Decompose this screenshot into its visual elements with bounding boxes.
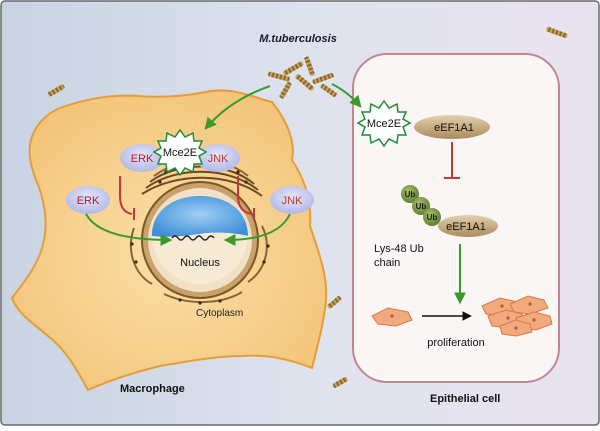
eef1a1-ub-label: eEF1A1 xyxy=(446,221,486,233)
mce2e-epithelial-label: Mce2E xyxy=(367,118,401,130)
bacterium xyxy=(295,74,314,91)
erk-to-nucleus-arrow xyxy=(85,213,173,246)
pathogen-title: M.tuberculosis xyxy=(259,33,337,45)
bacterium xyxy=(332,377,348,388)
eef1a1-bound-node xyxy=(414,115,490,139)
erk-upper-node xyxy=(120,144,164,172)
ubiquitin-1 xyxy=(401,185,419,203)
bacterium xyxy=(312,72,334,85)
bacterium xyxy=(546,26,568,39)
cytoplasm-label: Cytoplasm xyxy=(196,308,243,319)
macrophage-label: Macrophage xyxy=(120,383,185,395)
erk-upper-label: ERK xyxy=(131,153,154,165)
epithelial-label: Epithelial cell xyxy=(430,393,500,405)
bacterium xyxy=(279,81,292,99)
lys48-label-line2: chain xyxy=(374,257,400,269)
jnk-lower-label: JNK xyxy=(282,195,303,207)
mce2e-macrophage-label: Mce2E xyxy=(163,147,197,159)
pathogen-to-epithelial-arrow xyxy=(331,83,362,108)
bacterium xyxy=(327,296,342,309)
lys48-label-line1: Lys-48 Ub xyxy=(374,243,424,255)
nucleoplasm xyxy=(152,196,248,237)
mce2e-macrophage-star xyxy=(152,128,208,177)
bacterium xyxy=(304,56,315,76)
jnk-to-nucleus-arrow xyxy=(223,213,291,246)
eef1a1-ub-node xyxy=(438,215,498,237)
erk-lower-label: ERK xyxy=(77,195,100,207)
ub1-label: Ub xyxy=(405,190,416,199)
ub3-label: Ub xyxy=(427,213,438,222)
mce2e-epithelial-star xyxy=(356,99,412,148)
nucleus-label: Nucleus xyxy=(180,257,220,269)
bacteria-cluster xyxy=(268,56,337,99)
bacterium xyxy=(47,84,65,97)
bacterium xyxy=(268,71,290,82)
bacterium xyxy=(283,61,304,76)
cell-nuclei xyxy=(390,302,536,330)
erk-lower-node xyxy=(66,186,110,214)
bacterium xyxy=(320,83,337,97)
scattered-bacteria xyxy=(47,26,568,388)
eef1a1-bound-label: eEF1A1 xyxy=(434,122,474,134)
inhibition-edges-macrophage xyxy=(119,176,255,220)
jnk-upper-node xyxy=(196,144,240,172)
ubiquitin-3 xyxy=(423,208,441,226)
dna-strand xyxy=(171,235,215,241)
ub2-label: Ub xyxy=(416,202,427,211)
jnk-lower-node xyxy=(270,186,314,214)
inhibit-jnk-edge xyxy=(237,176,253,215)
inhibit-erk-edge xyxy=(119,176,133,215)
ubiquitin-2 xyxy=(412,197,430,215)
proliferation-label: proliferation xyxy=(427,337,484,349)
jnk-upper-label: JNK xyxy=(208,153,229,165)
pathogen-to-macrophage-arrow xyxy=(204,85,271,130)
